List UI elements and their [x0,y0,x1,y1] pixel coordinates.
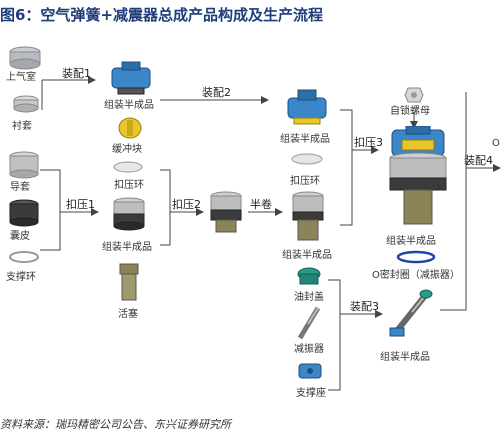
bracket-bottom [328,279,341,391]
label-support-seat: 支撑座 [296,388,326,399]
subassembly6-image [389,289,433,337]
subassembly5-image [389,126,447,225]
label-self-lock-nut: 自锁螺母 [390,106,430,117]
step-press2: 扣压2 [172,198,201,211]
self-lock-nut-image [404,87,424,103]
buffer-block-image [118,117,142,139]
oil-seal-cap-image [297,267,321,285]
label-subassembly6: 组装半成品 [380,352,430,363]
step-assembly3: 装配3 [350,300,379,313]
step-press3: 扣压3 [354,136,383,149]
label-subassembly4-bottom: 组装半成品 [282,250,332,261]
subassembly1-image [111,61,151,95]
bracket-final [440,92,467,311]
label-subassembly5: 组装半成品 [386,236,436,247]
support-ring-image [9,251,39,263]
bracket-right [340,109,353,226]
step-assembly4: 装配4 [464,154,493,167]
label-buffer-block: 缓冲块 [112,144,142,155]
guide-sleeve-image [9,151,39,179]
step-half-roll: 半卷 [250,198,272,211]
subassembly4-top-image [287,89,327,125]
label-piston: 活塞 [118,309,138,320]
step-assembly2: 装配2 [202,86,231,99]
support-seat-image [298,363,322,379]
piston-image [119,263,139,301]
bracket-left [40,169,61,251]
crimp-ring2-image [291,153,323,165]
subassembly2-image [113,197,145,231]
label-bladder: 囊皮 [10,231,30,242]
step-assembly1: 装配1 [62,67,91,80]
figure-title: 图6：空气弹簧+减震器总成产品构成及生产流程 [0,6,324,24]
label-subassembly1: 组装半成品 [104,100,154,111]
label-o-ring: O密封圈（减振器） [372,270,460,281]
label-crimp-ring2: 扣压环 [290,176,320,187]
crimp-ring1-image [113,161,143,173]
o-ring-image [396,250,436,264]
bracket-mid [160,169,171,246]
subassembly3-image [210,191,242,233]
damper-image [297,306,321,340]
label-o-partial: O [492,138,500,149]
label-oil-seal-cap: 油封盖 [294,292,324,303]
upper-chamber-image [9,46,41,70]
subassembly4-bottom-image [292,191,324,241]
label-guide-sleeve: 导套 [10,182,30,193]
step-press1: 扣压1 [66,198,95,211]
liner-image [13,95,39,113]
label-subassembly2: 组装半成品 [102,242,152,253]
bladder-image [9,199,39,227]
label-damper: 减振器 [294,344,324,355]
label-upper-chamber: 上气室 [6,72,36,83]
figure-source: 资料来源：瑞玛精密公司公告、东兴证券研究所 [0,418,231,431]
label-subassembly4-top: 组装半成品 [280,134,330,145]
label-support-ring: 支撑环 [6,272,36,283]
label-liner: 衬套 [12,121,32,132]
label-crimp-ring1: 扣压环 [114,180,144,191]
